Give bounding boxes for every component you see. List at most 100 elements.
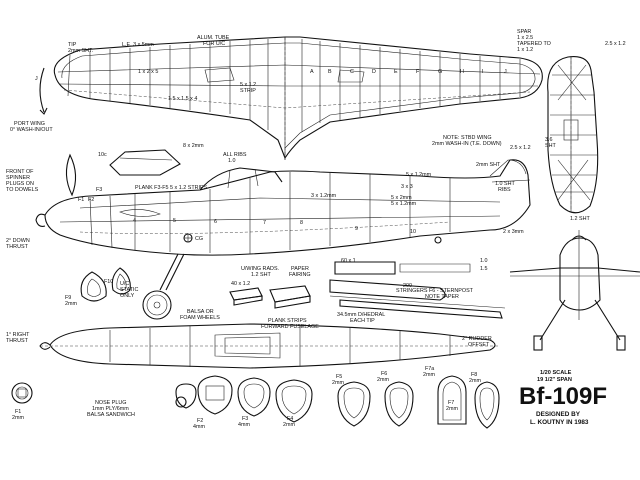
title-block: 1/20 SCALE 19 1/2" SPAN Bf-109F DESIGNED… <box>519 370 607 426</box>
fuselage-side <box>35 149 531 320</box>
wing-station-f: F <box>416 69 420 75</box>
scale-label: 1/20 SCALE <box>540 370 572 376</box>
rudder-offset2-label: OFFSET <box>468 342 490 348</box>
num-9: 9 <box>355 226 358 232</box>
wing-station-g: G <box>438 69 442 75</box>
s3x3-label: 3 x 3 <box>401 184 413 190</box>
sht2-label: SHT <box>545 143 556 149</box>
stbd-note2-label: 2mm WASH-IN (T.E. DOWN) <box>432 141 502 147</box>
foam-label: FOAM WHEELS <box>180 315 220 321</box>
port-wing-label: PORT WING <box>14 121 45 127</box>
stab-size-label: 2.5 x 1.2 <box>605 41 626 47</box>
span-label: 19 1/2" SPAN <box>537 377 572 383</box>
uw-rads-label: U/WING RADS. <box>241 266 279 272</box>
s2x3-label: 2 x 3mm <box>503 229 524 235</box>
spar-inner-label: 1 x 2 x 5 <box>138 69 158 75</box>
former-labels: F1 2mm F2 4mm F3 4mm F4 2mm F5 2mm F6 2m… <box>12 366 481 430</box>
ribs-size-label: 8 x 2mm <box>183 143 204 149</box>
paper-label: PAPER <box>291 266 309 272</box>
f2-label: F2 <box>88 197 94 203</box>
sht-2mm-label: 2mm SHT <box>476 162 501 168</box>
nose-plug3-label: BALSA SANDWICH <box>87 412 135 418</box>
nose-formers <box>80 267 131 302</box>
ribs-sht-label: 1.0 SHT <box>495 181 515 187</box>
former-f4-size: 2mm <box>283 422 295 428</box>
down-thrust2-label: THRUST <box>6 244 29 250</box>
title-label: Bf-109F <box>519 383 607 410</box>
former-f7-size: 2mm <box>446 406 458 412</box>
former-f7a-name: F7a <box>425 366 434 372</box>
num-7: 7 <box>263 220 266 226</box>
rib-strip-label: 5 x 1.2 <box>240 82 256 88</box>
former-f5-size: 2mm <box>332 380 344 386</box>
f9b-label: 2mm <box>65 301 77 307</box>
num-6: 6 <box>214 219 217 225</box>
former-f6-size: 2mm <box>377 377 389 383</box>
small5-label: 1.5 <box>480 266 488 272</box>
tail-labels: SPAR 1 x 2.5 TAPERED TO 1 x 1.2 2.5 x 1.… <box>510 29 626 222</box>
former-f1-name: F1 <box>15 409 21 415</box>
canopy-label: 10c <box>98 152 107 158</box>
former-f1-size: 2mm <box>12 415 24 421</box>
num-10: 10 <box>410 229 416 235</box>
wing-station-e: E <box>394 69 398 75</box>
tapered-size-label: 1 x 1.2 <box>517 47 533 53</box>
dihedral-label: 34.5mm D/HEDRAL <box>337 312 385 318</box>
former-f5-name: F5 <box>336 374 342 380</box>
former-f3-size: 4mm <box>238 422 250 428</box>
for-uc-label: FOR U/C <box>203 41 225 47</box>
tapered-label: TAPERED TO <box>517 41 551 47</box>
right-thrust2-label: THRUST <box>6 338 29 344</box>
uc-static3-label: ONLY <box>120 293 135 299</box>
fuselage-labels: FRONT OF SPINNER PLUGS ON TO DOWELS 10c … <box>6 152 524 348</box>
wing-station-j: J <box>504 69 507 75</box>
fuselage-top <box>39 323 500 369</box>
balsa-label: BALSA OR <box>187 309 214 315</box>
alum-tube-label: ALUM. TUBE <box>197 35 230 41</box>
wing-station-b: B <box>328 69 332 75</box>
former-f3-name: F3 <box>242 416 248 422</box>
front-spinner-label: FRONT OF <box>6 169 34 175</box>
s5x12-label: 5 x 1.2mm <box>406 172 432 178</box>
designer2-label: L. KOUTNY IN 1983 <box>530 419 589 426</box>
former-f2-size: 4mm <box>193 424 205 430</box>
spar-label: SPAR <box>517 29 531 35</box>
strip-label: STRIP <box>240 88 256 94</box>
te-label: 1.5 x 1.5 x 4 <box>168 96 197 102</box>
tip-sht-label: 2mm SHT. <box>68 48 93 54</box>
former-f7a-size: 2mm <box>423 372 435 378</box>
formers-row <box>11 375 500 429</box>
le-label: L.E. 3 x 5mm <box>122 42 154 48</box>
former-f7-name: F7 <box>448 400 454 406</box>
f9-label: F9 <box>65 295 71 301</box>
note-taper-label: NOTE TAPER <box>425 294 459 300</box>
fairing-label: FAIRING <box>289 272 311 278</box>
wing-station-c: C <box>350 69 354 75</box>
designer1-label: DESIGNED BY <box>536 411 581 418</box>
num-8: 8 <box>300 220 303 226</box>
all-ribs-size-label: 1.0 <box>228 158 236 164</box>
s5x12b-label: 5 x 1.2mm <box>391 201 417 207</box>
front-spinner4-label: TO DOWELS <box>6 187 39 193</box>
former-f2-name: F2 <box>197 418 203 424</box>
wing-station-h: H <box>460 69 464 75</box>
stbd-note-label: NOTE: STBD WING <box>443 135 492 141</box>
wing-ribs <box>67 39 521 132</box>
wing-station-a: A <box>310 69 314 75</box>
ribs-label: RIBS <box>498 187 511 193</box>
uc-static-label: U/C <box>120 281 129 287</box>
wing-station-i: I <box>482 69 484 75</box>
f10-label: F10 <box>104 279 113 285</box>
sht-12-label: 1.2 SHT <box>251 272 271 278</box>
nose-plug-label: NOSE PLUG <box>95 400 126 406</box>
strip-3x12-label: 3 x 1.2mm <box>311 193 337 199</box>
parts-strips <box>229 261 506 319</box>
wing-labels: TIP 2mm SHT. L.E. 3 x 5mm ALUM. TUBE FOR… <box>10 35 507 164</box>
tip-label: TIP <box>68 42 77 48</box>
former-f8-size: 2mm <box>469 378 481 384</box>
former-f4-name: F4 <box>287 416 293 422</box>
right-thrust-label: 1° RIGHT <box>6 332 30 338</box>
plank-label: PLANK F3-F5 5 x 1.2 STRIPS <box>135 185 208 191</box>
